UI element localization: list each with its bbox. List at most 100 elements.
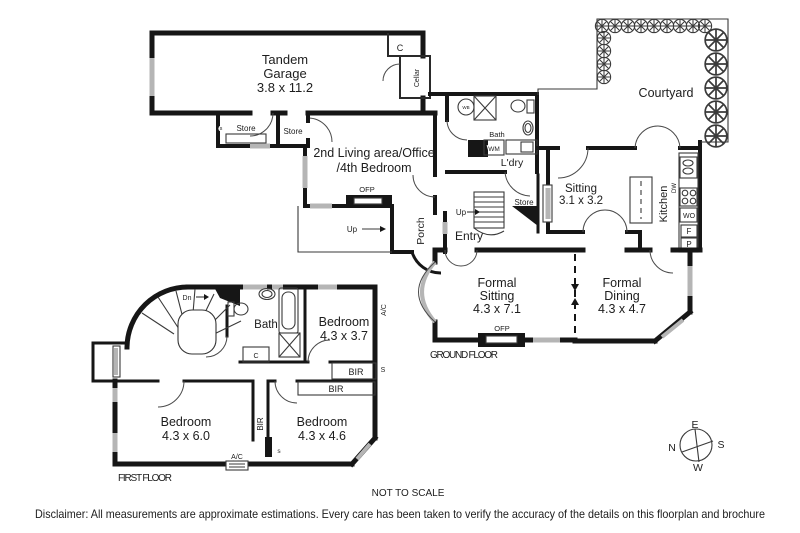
laundry-door-arc: [504, 171, 531, 197]
label-garage-dims: 3.8 x 11.2: [257, 80, 313, 95]
courtyard-plants: [594, 18, 728, 148]
living-door-arc: [412, 174, 436, 198]
up-arrow-porch: [380, 226, 386, 232]
label-s-right: S: [381, 367, 386, 374]
label-formal-dining-dims: 4.3 x 4.7: [598, 302, 646, 316]
shower-icon: [473, 95, 497, 121]
label-bed2-dims: 4.3 x 6.0: [162, 429, 210, 443]
store-bench: [225, 133, 267, 144]
bay-window: [420, 260, 437, 324]
label-kitchen: Kitchen: [658, 186, 670, 223]
label-formal-sitting1: Formal: [478, 276, 517, 290]
label-formal-dining1: Formal: [603, 276, 642, 290]
kitchen-island: [629, 176, 653, 224]
bath-closet: [242, 346, 270, 363]
label-ac-bottom: A/C: [231, 454, 243, 461]
basin-icon: [522, 120, 534, 136]
sitting-kitchen-walls: [536, 125, 702, 253]
label-garage-name2: Garage: [263, 66, 306, 81]
ac-unit-bottom: [225, 460, 249, 471]
label-bir-mid: BIR: [256, 417, 265, 431]
cellar-door-arc: [382, 63, 401, 82]
stairs-up-icon: [473, 191, 505, 229]
compass-icon: E S W N: [668, 419, 724, 474]
basin-icon-first: [258, 287, 276, 301]
disclaimer-text: Disclaimer: All measurements are approxi…: [35, 507, 765, 521]
first-floor-plan: Dn Bath C Bedroom 4.3 x 3.7 Bedroom 4.3 …: [91, 284, 388, 484]
compass-south: S: [717, 439, 724, 451]
label-living-name2: /4th Bedroom: [336, 161, 411, 175]
spiral-stairs: [141, 287, 242, 355]
label-up-stairs: Up: [456, 208, 467, 217]
store-walls: [216, 111, 310, 149]
label-ofp-living: OFP: [359, 185, 374, 194]
store2-door-arc: [307, 117, 333, 143]
dn-arrow: [204, 294, 209, 300]
label-courtyard: Courtyard: [639, 86, 694, 100]
label-formal-sitting-dims: 4.3 x 7.1: [473, 302, 521, 316]
label-bir-top: BIR: [328, 384, 344, 394]
label-wm: WM: [488, 146, 500, 153]
kitchen-sink-icon: [679, 156, 698, 179]
bath-laundry-walls: [428, 92, 539, 197]
bath-door-arc: [446, 119, 468, 141]
garage-closet-wall: [387, 33, 422, 57]
fridge-box: [680, 224, 698, 238]
compass-west: W: [693, 462, 703, 474]
label-sitting-name: Sitting: [565, 183, 597, 195]
toilet-icon: [526, 99, 535, 114]
cellar-wall: [399, 55, 431, 99]
not-to-scale-note: NOT TO SCALE: [372, 488, 445, 499]
label-formal-dining2: Dining: [604, 289, 639, 303]
wall-oven-icon: [679, 207, 698, 223]
understair-wall: [512, 206, 538, 226]
label-sitting-dims: 3.1 x 3.2: [559, 195, 603, 207]
store-door-arc: [249, 112, 274, 137]
label-garage-name: Tandem: [262, 52, 308, 67]
toilet-icon-first: [227, 301, 235, 317]
label-entry: Entry: [455, 229, 483, 243]
label-bed1-name: Bedroom: [319, 315, 370, 329]
courtyard: [537, 18, 729, 148]
compass-east: E: [691, 419, 698, 431]
label-porch: Porch: [415, 217, 427, 245]
label-store-stairs: Store: [514, 198, 534, 207]
front-door-arc: [410, 251, 442, 275]
stove-icon: [679, 187, 698, 207]
label-pantry: P: [686, 240, 691, 249]
label-dishwasher: DW: [672, 183, 678, 193]
label-s-mid: s: [277, 448, 281, 455]
label-wall-oven: WO: [683, 213, 696, 220]
label-bed2-name: Bedroom: [161, 415, 212, 429]
label-cellar: Cellar: [414, 68, 421, 87]
label-store-right: Store: [283, 127, 303, 136]
label-bath-ground: Bath: [489, 130, 504, 139]
ground-floor-plan: Tandem Garage 3.8 x 11.2 C Cellar Store …: [149, 18, 729, 361]
label-bir-right: BIR: [348, 367, 364, 377]
label-bed3-dims: 4.3 x 4.6: [298, 429, 346, 443]
label-bed1-dims: 4.3 x 3.7: [320, 329, 368, 343]
label-fridge: F: [687, 227, 692, 236]
label-ac-right: A/C: [381, 304, 388, 316]
up-arrow-stairs: [475, 209, 480, 215]
first-bath-fixtures: [227, 287, 301, 358]
ground-floor-title: GROUND FLOOR: [430, 350, 498, 361]
label-bath-closet: C: [253, 353, 258, 360]
courtyard-border: [537, 18, 729, 143]
porch-walls: [297, 204, 448, 275]
label-dn: Dn: [183, 295, 192, 302]
front-steps: [297, 206, 392, 253]
label-store-left: Store: [236, 124, 256, 133]
shower-icon-first: [278, 332, 301, 358]
label-up-porch: Up: [347, 225, 358, 234]
compass-north: N: [668, 442, 676, 454]
entry-stairs: [467, 173, 540, 236]
label-s-store: s: [220, 126, 223, 132]
label-garage-closet: C: [397, 43, 404, 53]
first-floor-title: FIRST FLOOR: [118, 473, 172, 484]
label-formal-sitting2: Sitting: [480, 289, 515, 303]
bir-top-box: [297, 381, 376, 396]
label-bed3-name: Bedroom: [297, 415, 348, 429]
